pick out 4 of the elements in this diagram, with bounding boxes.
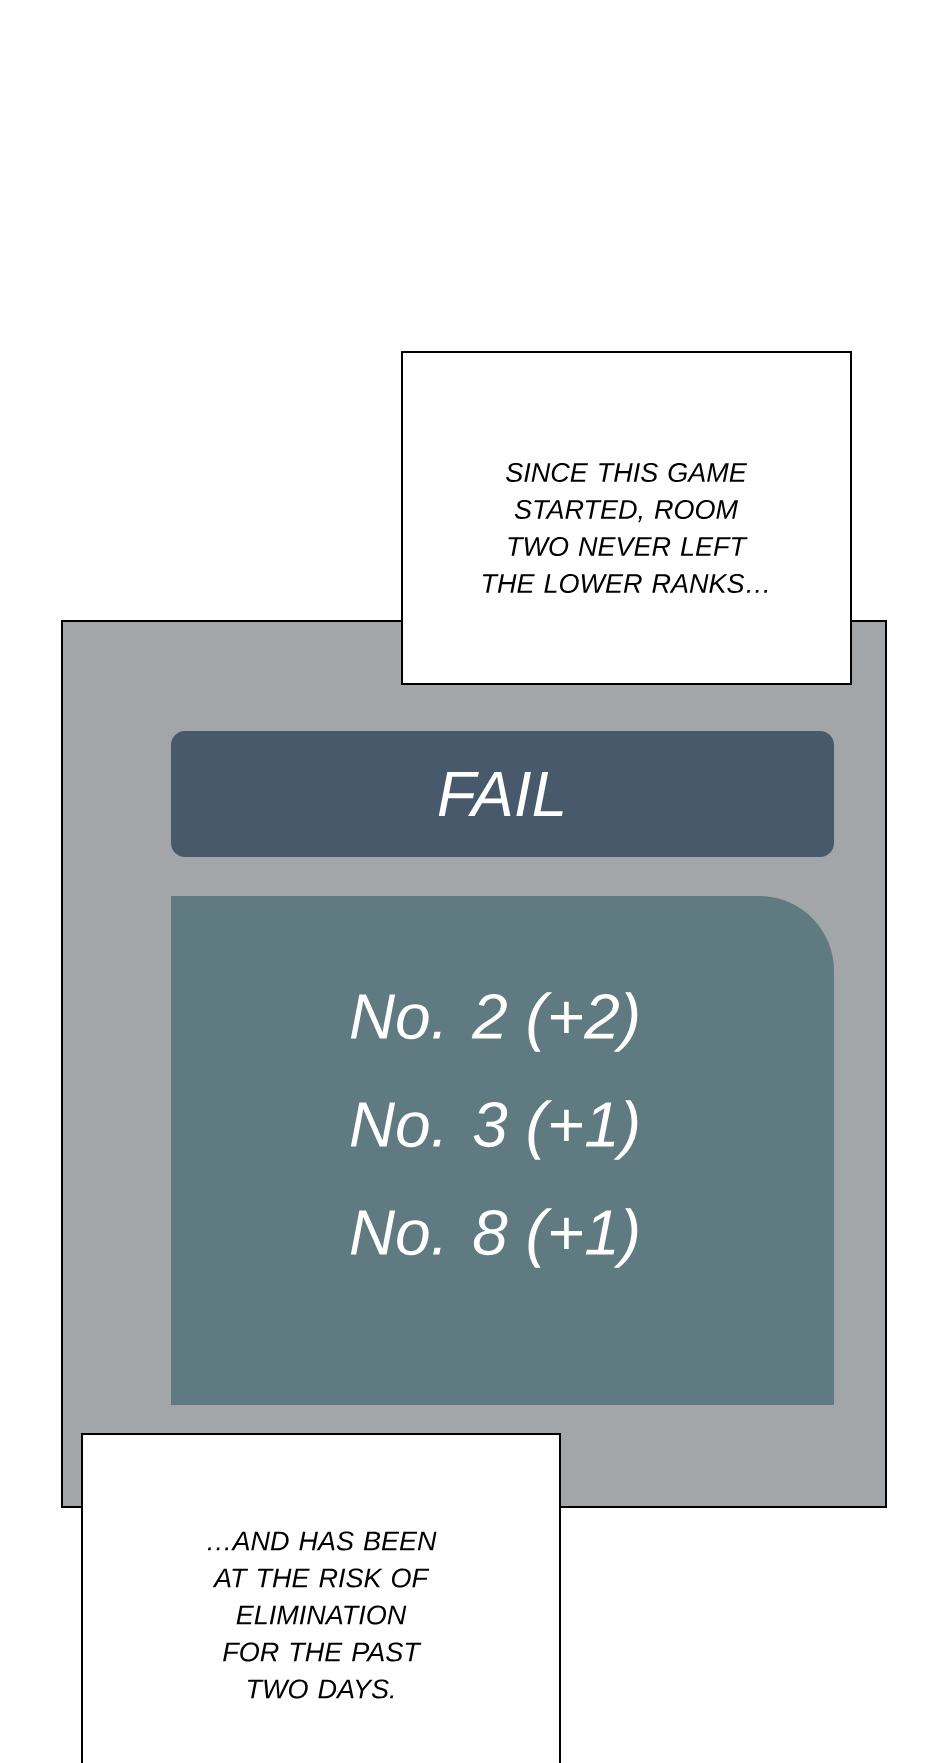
caption-box: SINCE THIS GAME STARTED, ROOM TWO NEVER LEFT THE LOWER RANKS… xyxy=(401,351,852,685)
caption-box: …AND HAS BEEN AT THE RISK OF ELIMINATION FOR THE PAST TWO DAYS. xyxy=(81,1433,561,1763)
header-bar: FAIL xyxy=(171,731,834,857)
results-panel: No. 2 (+2) No. 3 (+1) No. 8 (+1) xyxy=(171,896,834,1405)
